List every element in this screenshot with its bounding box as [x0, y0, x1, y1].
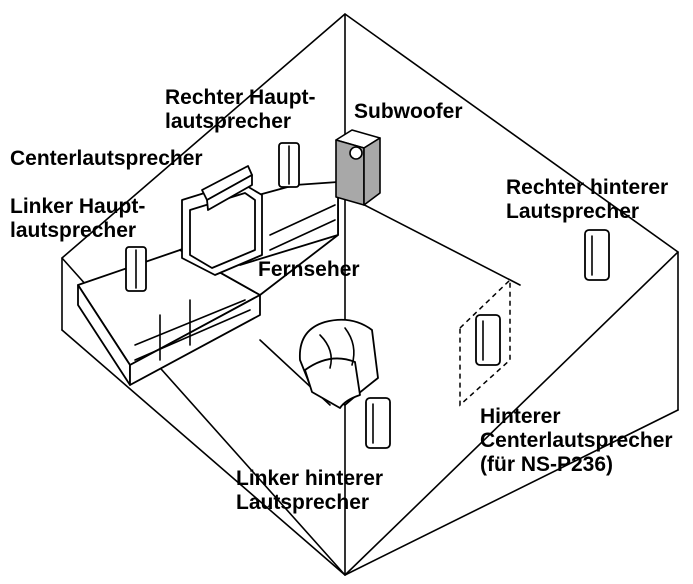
- front-right-speaker: [278, 142, 300, 188]
- room-outline: [61, 13, 679, 576]
- tv-cabinet: [77, 181, 339, 386]
- cabinet-front: [129, 294, 261, 386]
- label-rear-right-line2: Lautsprecher: [506, 200, 640, 223]
- label-rear-center-line3: (für NS-P236): [480, 453, 614, 476]
- label-rear-center: Hinterer Centerlautsprecher (für NS-P236…: [480, 405, 673, 477]
- label-center-line1: Centerlautsprecher: [10, 147, 203, 170]
- tv-screen: [189, 192, 256, 269]
- label-tv: Fernseher: [258, 258, 360, 282]
- label-front-right-line2: lautsprecher: [165, 110, 292, 133]
- label-rear-right-line1: Rechter hinterer: [506, 176, 669, 199]
- armchair-seat: [304, 357, 361, 409]
- room-front-left-edge: [61, 329, 346, 576]
- label-rear-left-line2: Lautsprecher: [236, 491, 370, 514]
- rear-center-dashed-outline: [459, 278, 511, 407]
- television: [181, 181, 263, 276]
- subwoofer-side: [363, 137, 381, 206]
- label-front-right: Rechter Haupt- lautsprecher: [165, 86, 316, 134]
- label-rear-center-line1: Hinterer: [480, 405, 561, 428]
- subwoofer-unit: [335, 129, 381, 206]
- label-rear-left-line1: Linker hinterer: [236, 467, 384, 490]
- label-front-left-line1: Linker Haupt-: [10, 195, 146, 218]
- armchair-fold-2: [344, 327, 355, 366]
- drawer-line-4: [269, 219, 336, 251]
- label-subwoofer-line1: Subwoofer: [354, 100, 463, 123]
- label-rear-right: Rechter hinterer Lautsprecher: [506, 176, 668, 224]
- drawer-line-3: [269, 204, 336, 236]
- drawer-line-2: [134, 309, 251, 361]
- label-front-left: Linker Haupt- lautsprecher: [10, 195, 145, 243]
- rear-left-speaker-body: [365, 397, 391, 449]
- subwoofer-driver: [349, 146, 363, 160]
- floor-line-right: [344, 194, 521, 286]
- room-front-right-edge: [344, 409, 679, 576]
- rear-center-speaker-body: [475, 314, 501, 366]
- label-center: Centerlautsprecher: [10, 147, 203, 171]
- armchair: [299, 318, 379, 409]
- rear-right-speaker: [584, 229, 610, 281]
- center-speaker: [201, 165, 253, 211]
- front-left-speaker: [125, 246, 147, 292]
- label-tv-line1: Fernseher: [258, 258, 360, 281]
- armchair-fold-1: [319, 334, 333, 369]
- label-rear-center-line2: Centerlautsprecher: [480, 429, 673, 452]
- label-front-left-line2: lautsprecher: [10, 219, 137, 242]
- label-subwoofer: Subwoofer: [354, 100, 463, 124]
- label-rear-left: Linker hinterer Lautsprecher: [236, 467, 383, 515]
- label-front-right-line1: Rechter Haupt-: [165, 86, 316, 109]
- center-speaker-front: [206, 174, 253, 211]
- rear-right-speaker-body: [584, 229, 610, 281]
- rear-left-speaker: [365, 397, 391, 449]
- rear-center-speaker: [459, 278, 511, 407]
